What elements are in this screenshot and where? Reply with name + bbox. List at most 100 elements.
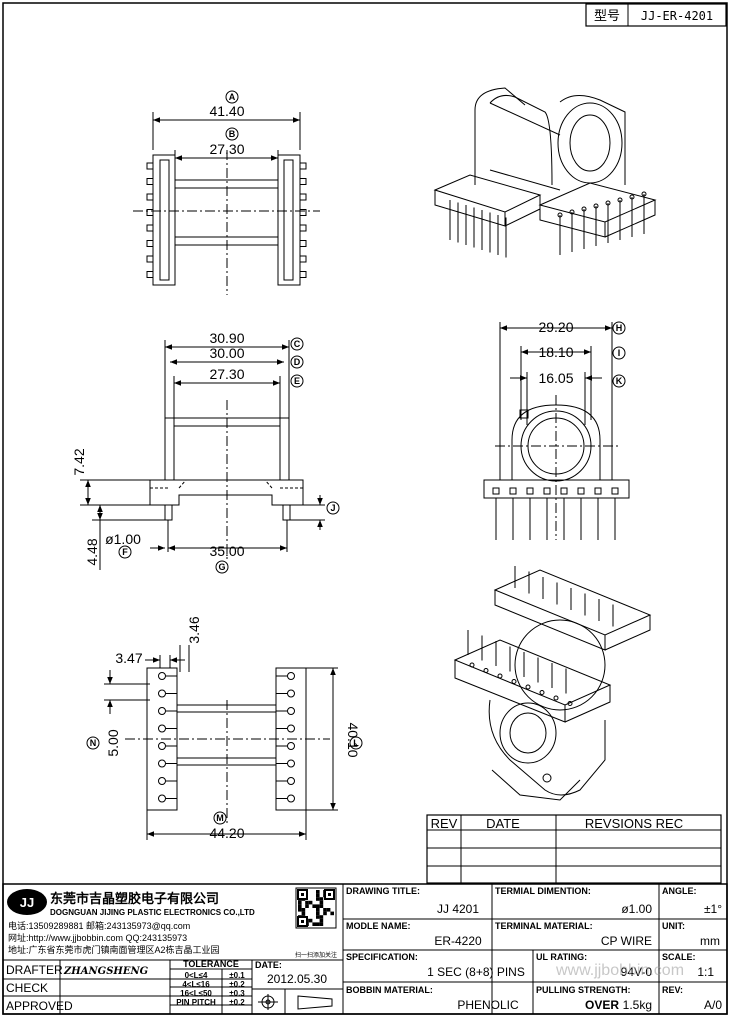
pin: [146, 193, 154, 201]
model-value: JJ-ER-4201: [641, 9, 713, 23]
pin: [146, 209, 154, 216]
pin-head: [581, 206, 587, 212]
drawing-title-value: JJ 4201: [437, 902, 479, 916]
rev-header-rev: REV: [431, 816, 458, 831]
dim-front-448: 4.48: [84, 538, 100, 565]
scale-label: SCALE:: [662, 952, 696, 962]
pin-head: [605, 200, 611, 206]
dim-side-1810: 18.10: [538, 344, 573, 360]
dim-bottom-500: 5.00: [105, 729, 121, 756]
model-name-label: MODLE NAME:: [346, 921, 411, 931]
model-label: 型号: [594, 8, 620, 23]
pin-slot: [577, 487, 585, 495]
title-block: [2, 883, 728, 1015]
unit-label: UNIT:: [662, 921, 685, 931]
terminal-material-label: TERMINAL MATERIAL:: [495, 921, 593, 931]
dim-front-3500: 35.00: [209, 543, 244, 559]
tolerance-range: PIN PITCH: [176, 998, 216, 1007]
pin-hole: [525, 684, 531, 690]
pin: [146, 255, 154, 263]
marker-b: B: [225, 127, 239, 141]
dim-front-2730: 27.30: [209, 366, 244, 382]
pin: [146, 162, 154, 170]
approved-label: APPROVED: [6, 999, 73, 1013]
pin: [299, 209, 307, 216]
pin-hole: [158, 672, 166, 680]
model-header: 型号 JJ-ER-4201: [585, 3, 727, 27]
pin-hole: [553, 695, 559, 701]
tolerance-value: ±0.1: [229, 971, 245, 980]
company-web: 网址:http://www.jjbobbin.com QQ:243135973: [8, 932, 187, 943]
pin-head: [569, 209, 575, 215]
pin-slot: [526, 487, 534, 495]
pin-slot: [560, 487, 568, 495]
revision-table: [426, 814, 722, 884]
svg-text:JJ: JJ: [20, 895, 34, 910]
ul-rating-label: UL RATING:: [536, 952, 587, 962]
date-label: DATE:: [255, 960, 282, 970]
pin: [146, 271, 154, 278]
svg-text:E: E: [294, 376, 300, 386]
svg-text:H: H: [616, 323, 623, 333]
company-name-en: DOGNGUAN JIJING PLASTIC ELECTRONICS CO.,…: [50, 908, 255, 917]
marker-h: H: [612, 321, 626, 335]
pin-slot: [492, 487, 500, 495]
dim-side-2920: 29.20: [538, 319, 573, 335]
pin-hole: [158, 794, 166, 803]
dim-top-inner: 27.30: [209, 141, 244, 157]
svg-text:A: A: [229, 92, 236, 102]
pin-slot: [611, 487, 619, 495]
bobbin-material-label: BOBBIN MATERIAL:: [346, 985, 433, 995]
pin-hole: [287, 672, 295, 680]
bobbin-material-value: PHENOLIC: [457, 998, 519, 1012]
pin-head: [557, 212, 563, 218]
dim-front-3000: 30.00: [209, 345, 244, 361]
dim-bottom-347: 3.47: [115, 650, 142, 666]
dim-front-3090: 30.90: [209, 330, 244, 346]
marker-a: A: [225, 90, 239, 104]
bottom-view: [104, 645, 338, 840]
marker-j: J: [326, 501, 340, 515]
pin: [299, 162, 307, 170]
pin-hole: [287, 689, 295, 698]
company-name-cn: 东莞市吉晶塑胶电子有限公司: [50, 891, 219, 906]
qr-code: [295, 887, 337, 929]
pin: [146, 178, 154, 185]
pin-hole: [469, 662, 475, 668]
side-view: [483, 322, 630, 540]
svg-text:K: K: [616, 376, 623, 386]
rev-label: REV:: [662, 985, 683, 995]
marker-l: L: [349, 736, 363, 750]
pin-hole: [539, 690, 545, 695]
pulling-strength-label: PULLING STRENGTH:: [536, 985, 631, 995]
svg-text:J: J: [330, 503, 335, 513]
drawing-title-label: DRAWING TITLE:: [346, 886, 420, 896]
pin: [146, 224, 154, 232]
front-view: [80, 340, 325, 570]
svg-text:N: N: [90, 738, 97, 748]
dim-bottom-4420: 44.20: [209, 825, 244, 841]
dim-top-overall: 41.40: [209, 103, 244, 119]
pin: [299, 271, 307, 278]
watermark: www.jjbobbin.com: [555, 962, 684, 979]
marker-c: C: [290, 337, 304, 351]
terminal-dim-label: TERMIAL DIMENTION:: [495, 886, 591, 896]
pin: [146, 240, 154, 247]
svg-text:L: L: [353, 738, 359, 748]
svg-text:G: G: [218, 562, 225, 572]
pin-hole: [287, 777, 295, 785]
pin-head: [593, 203, 599, 209]
tolerance-range: 16<L≤50: [180, 989, 212, 998]
svg-text:C: C: [294, 339, 301, 349]
scale-value: 1:1: [697, 965, 714, 979]
pin-hole: [158, 689, 166, 698]
unit-value: mm: [700, 934, 720, 948]
pin-slot: [509, 487, 517, 495]
company-address: 地址:广东省东莞市虎门镇南面管理区A2栋吉晶工业园: [8, 944, 220, 955]
pin-hole: [567, 701, 573, 706]
pin-head: [641, 191, 647, 197]
marker-k: K: [612, 374, 626, 388]
tolerance-range: 4<L≤16: [182, 980, 210, 989]
date-value: 2012.05.30: [267, 972, 327, 986]
